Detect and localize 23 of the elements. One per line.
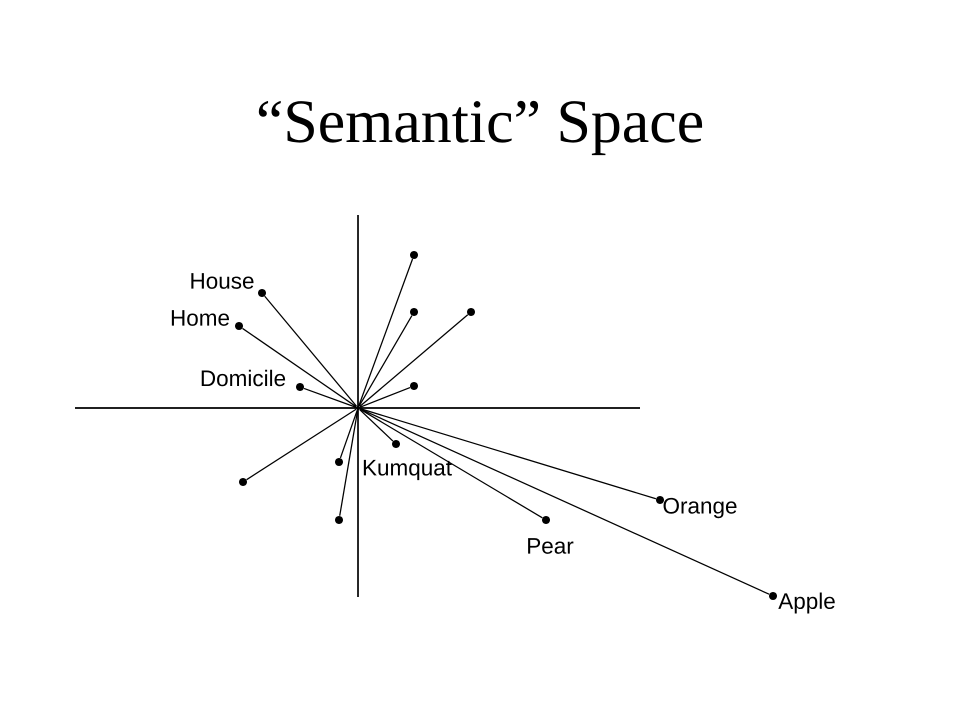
point-label: House (191, 273, 254, 289)
data-point (296, 383, 304, 391)
data-point (335, 516, 343, 524)
data-point (392, 440, 400, 448)
data-point (542, 516, 550, 524)
point-label: Home (172, 310, 229, 326)
data-point (239, 478, 247, 486)
data-point (410, 382, 418, 390)
data-point (235, 322, 243, 330)
data-point (769, 592, 777, 600)
point-label: Orange (664, 498, 737, 518)
origin-point (356, 406, 360, 410)
data-point (410, 308, 418, 316)
data-point (656, 496, 664, 504)
data-point (467, 308, 475, 316)
point-label: Apple (778, 592, 835, 614)
data-point (335, 458, 343, 466)
data-point (410, 251, 418, 259)
point-label: Pear (528, 538, 574, 554)
data-point (258, 289, 266, 297)
point-label: Domicile (202, 370, 286, 386)
title: “Semantic” Space (258, 100, 702, 156)
point-label: Kumquat (364, 460, 452, 480)
